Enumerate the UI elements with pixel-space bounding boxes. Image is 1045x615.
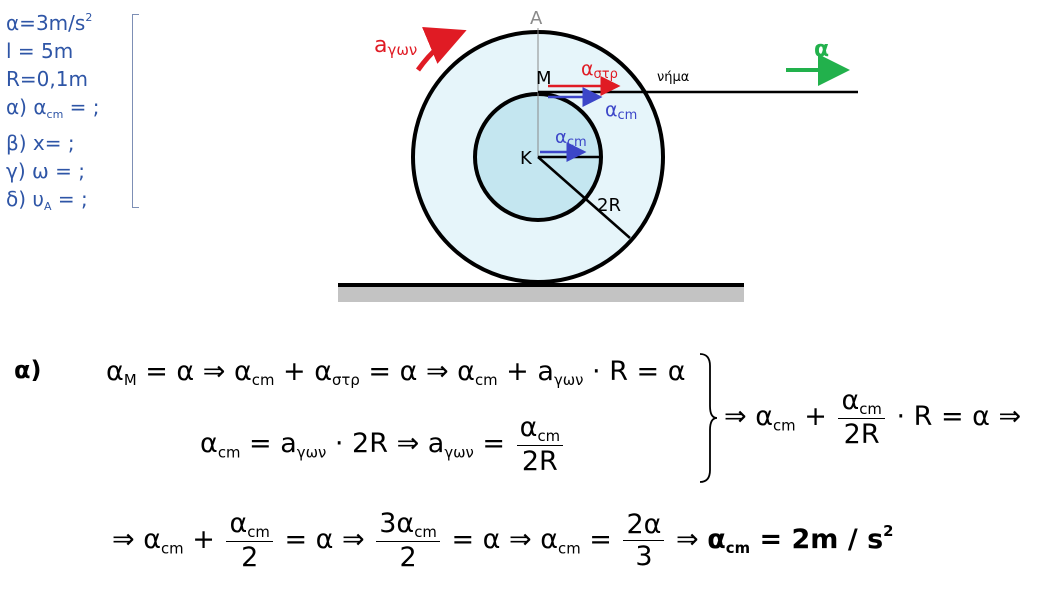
eq1-term4: = α ⇒ α [359, 356, 475, 387]
equation-line-1: αM = α ⇒ αcm + αστρ = α ⇒ αcm + aγων · R… [106, 356, 686, 389]
eq3-term2: + [183, 524, 224, 556]
eq1-term2: = α ⇒ α [136, 356, 252, 387]
eq3-term4: = α ⇒ α [442, 524, 559, 556]
eq2-term4: = [473, 428, 514, 460]
yo-yo-diagram: A M K 2R νήμα aγων αστρ αcm αcm α [338, 8, 858, 302]
eq1-sub5: γων [553, 371, 584, 390]
given-data-panel: α=3m/s2 l = 5m R=0,1m α) αcm = ; β) x= ;… [6, 4, 131, 220]
ground-surface [338, 285, 744, 302]
right-curly-brace [699, 353, 718, 483]
eq1-sub4: cm [474, 371, 498, 390]
question-c: γ) ω = ; [6, 158, 85, 183]
eq3-f2-numerator: 3α [379, 508, 415, 539]
eq1-sub2: cm [251, 371, 275, 390]
string-label: νήμα [657, 70, 689, 85]
eqr-fraction-denominator: 2R [843, 419, 880, 451]
eq1-term1: α [106, 356, 124, 387]
eq2-fraction-numerator: α [519, 412, 538, 443]
given-radius: R=0,1m [6, 66, 88, 91]
given-bracket [132, 14, 139, 208]
eq3-sub1: cm [161, 539, 184, 558]
eq2-fraction-denominator: 2R [521, 446, 558, 478]
point-a-label: A [530, 8, 543, 29]
final-result: αcm = 2m / s2 [707, 522, 894, 558]
eq2-term2: = a [240, 428, 297, 460]
question-a-suffix: = ; [63, 94, 100, 119]
eq3-f2-numerator-sub: cm [414, 523, 437, 542]
eq1-term3: + α [274, 356, 333, 387]
question-a-subscript: cm [46, 107, 64, 121]
result-value: = 2m / s [750, 524, 884, 556]
question-b: β) x= ; [6, 130, 75, 155]
eq3-term3: = α ⇒ [275, 524, 374, 556]
point-m-label: M [536, 68, 552, 89]
eq3-f1-numerator: α [229, 508, 248, 539]
eq2-sub3: γων [444, 443, 474, 462]
point-k-label: K [520, 148, 533, 169]
result-symbol: α [707, 524, 726, 556]
eqr-sub1: cm [773, 416, 796, 435]
result-subscript: cm [725, 539, 751, 558]
eqr-term1: ⇒ α [724, 401, 774, 433]
given-length: l = 5m [6, 38, 74, 63]
eq1-sub1: M [123, 371, 137, 390]
given-acceleration-exponent: 2 [85, 11, 93, 24]
eq3-sub4: cm [558, 539, 581, 558]
outer-radius-line [537, 156, 631, 239]
eq2-term1: α [200, 428, 218, 460]
eq2-fraction-numerator-sub: cm [537, 427, 561, 446]
eq3-f1-numerator-sub: cm [247, 523, 270, 542]
eq1-sub3: στρ [332, 371, 360, 390]
eqr-fraction-numerator: α [841, 385, 860, 416]
question-d-subscript: A [43, 199, 52, 213]
eqr-fraction-numerator-sub: cm [859, 400, 882, 419]
eq1-term6: · R = α [583, 356, 686, 387]
question-a: α) αcm = ; [6, 93, 131, 129]
eq3-term5: = [580, 524, 621, 556]
eq2-sub1: cm [217, 443, 241, 462]
applied-acceleration-label: α [814, 37, 829, 62]
eq3-term1: ⇒ α [112, 524, 162, 556]
eqr-term3: · R = α ⇒ [887, 401, 1022, 433]
result-exponent: 2 [883, 522, 894, 541]
eq2-sub2: γων [296, 443, 327, 462]
eq3-f1-denominator: 2 [241, 542, 259, 574]
outer-radius-label: 2R [597, 195, 621, 216]
angular-acceleration-label: aγων [374, 33, 417, 59]
given-acceleration: α=3m/s2 [6, 4, 131, 37]
question-d-suffix: = ; [51, 186, 88, 211]
cm-acceleration-label-at-k: αcm [555, 127, 587, 150]
eq3-f3-denominator: 3 [635, 541, 653, 573]
eq1-term5: + a [497, 356, 554, 387]
question-a-text: α) α [6, 94, 47, 119]
cm-acceleration-label-at-m: αcm [605, 99, 637, 123]
eq3-f2-denominator: 2 [399, 542, 417, 574]
eq3-term6: ⇒ [667, 524, 708, 556]
question-d-text: δ) υ [6, 186, 44, 211]
angular-acceleration-arrow [415, 27, 467, 72]
given-acceleration-value: α=3m/s [6, 10, 86, 35]
part-a-label: α) [14, 356, 42, 384]
question-d: δ) υA = ; [6, 185, 131, 221]
eq3-f3-numerator: 2α [623, 509, 665, 542]
eq2-term3: · 2R ⇒ a [326, 428, 445, 460]
eqr-term2: + [795, 401, 836, 433]
tangential-acceleration-label: αστρ [581, 58, 618, 82]
